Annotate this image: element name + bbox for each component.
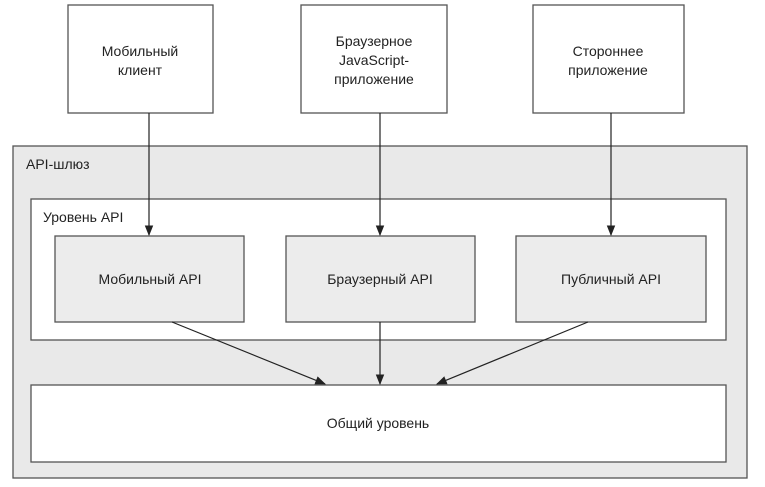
client-mobile: Мобильный клиент <box>67 4 214 114</box>
mobile-api-label: Мобильный API <box>99 271 202 287</box>
arrow-mobile-api-to-common <box>171 321 327 385</box>
browser-api-label: Браузерный API <box>327 271 433 287</box>
browser-api: Браузерный API <box>285 235 476 323</box>
client-mobile-line2: клиент <box>118 62 163 78</box>
mobile-api: Мобильный API <box>54 235 245 323</box>
common-level: Общий уровень <box>30 384 727 463</box>
client-browser-line3: приложение <box>334 71 414 87</box>
arrow-public-api-to-common <box>436 321 589 385</box>
client-browser-line1: Браузерное <box>336 33 413 49</box>
public-api: Публичный API <box>515 235 707 323</box>
common-level-label: Общий уровень <box>327 415 429 431</box>
client-third-party-line2: приложение <box>568 62 648 78</box>
public-api-label: Публичный API <box>561 271 661 287</box>
client-mobile-line1: Мобильный <box>102 43 179 59</box>
api-level-label: Уровень API <box>43 209 123 225</box>
client-browser: Браузерное JavaScript- приложение <box>300 4 448 114</box>
api-gateway-label: API-шлюз <box>26 156 90 172</box>
client-third-party: Стороннее приложение <box>532 4 685 114</box>
client-third-party-line1: Стороннее <box>573 43 644 59</box>
client-browser-line2: JavaScript- <box>339 52 409 68</box>
